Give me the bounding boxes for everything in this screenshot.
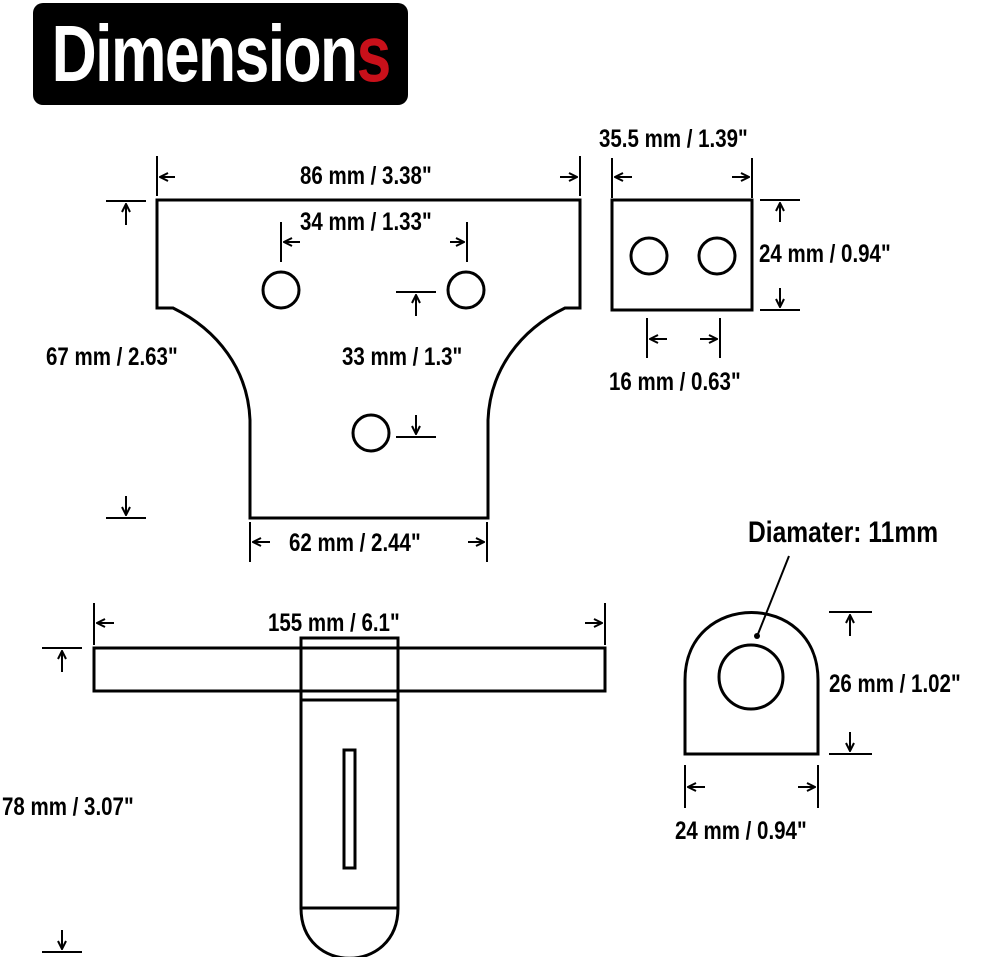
hasp-front-dimensions: [42, 603, 606, 953]
plate-side-dimensions: [611, 158, 800, 358]
plate-height-label: 67 mm / 2.63": [46, 343, 178, 371]
plate-side-outline: [610, 198, 754, 312]
plate-front-dimensions: [106, 156, 581, 562]
staple-dimensions: [684, 555, 872, 808]
plate-front-outline: [155, 198, 582, 520]
plate-hole-spacing-label: 34 mm / 1.33": [300, 208, 432, 236]
title-badge: Dimensions: [33, 3, 408, 105]
hasp-height-label: 78 mm / 3.07": [2, 793, 134, 821]
side-hole-spacing-label: 16 mm / 0.63": [609, 368, 741, 396]
side-height-label: 24 mm / 0.94": [759, 240, 891, 268]
staple-diameter-label: Diamater: 11mm: [748, 516, 939, 549]
title-text: Dimensions: [51, 8, 391, 100]
plate-hole-vertical-label: 33 mm / 1.3": [342, 343, 463, 371]
diameter-leader-dot: [754, 633, 760, 639]
staple-outline: [683, 611, 820, 756]
hasp-front-outline: [92, 636, 607, 957]
title-main: Dimension: [51, 9, 358, 98]
side-width-label: 35.5 mm / 1.39": [599, 125, 748, 153]
title-accent: s: [356, 9, 391, 98]
staple-height-label: 26 mm / 1.02": [829, 670, 961, 698]
staple-width-label: 24 mm / 0.94": [675, 817, 807, 845]
plate-bottom-width-label: 62 mm / 2.44": [289, 529, 421, 557]
hasp-width-label: 155 mm / 6.1": [268, 609, 400, 637]
plate-top-width-label: 86 mm / 3.38": [300, 162, 432, 190]
